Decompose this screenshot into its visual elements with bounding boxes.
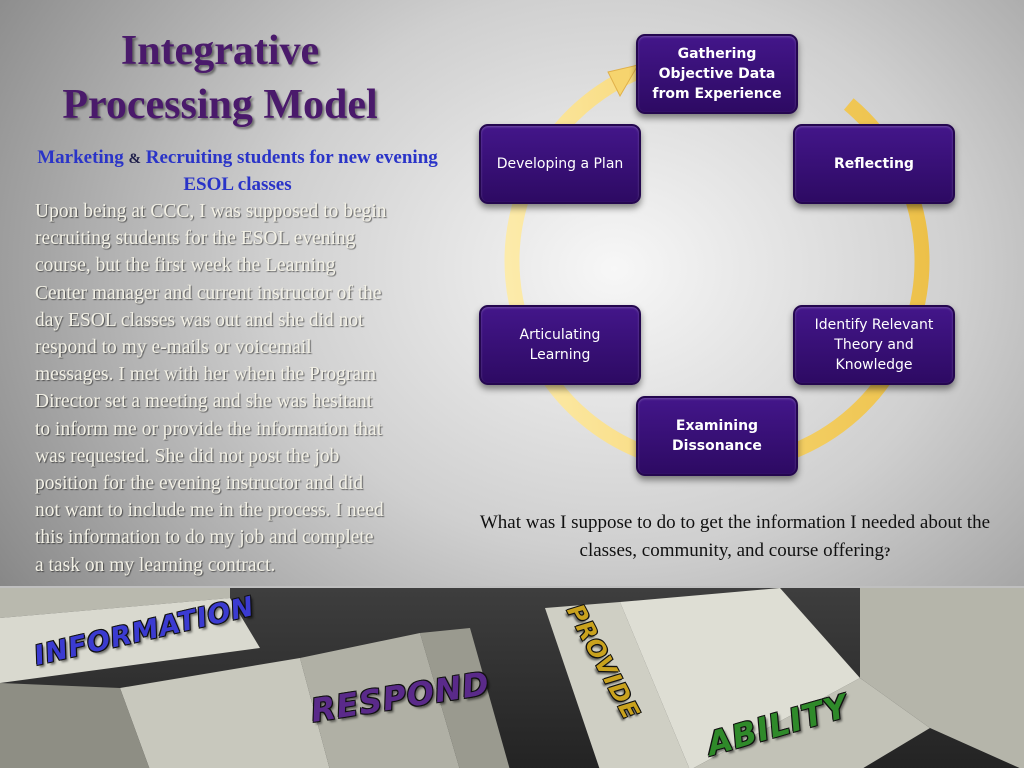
body-line: Center manager and current instructor of…	[35, 282, 382, 304]
slide-subtitle: Marketing & Recruiting students for new …	[30, 145, 445, 198]
subtitle-part-1: Marketing	[37, 147, 129, 168]
body-line: respond to my e-mails or voicemail	[35, 337, 312, 359]
slide-title: Integrative Processing Model	[20, 24, 420, 132]
subtitle-part-2: Recruiting students for new evening ESOL…	[141, 147, 438, 195]
subtitle-ampersand: &	[128, 151, 142, 167]
body-line: course, but the first week the Learning	[35, 255, 336, 277]
body-line: messages. I met with her when the Progra…	[35, 364, 377, 386]
body-text: Upon being at CCC, I was supposed to beg…	[35, 198, 445, 579]
body-line: recruiting students for the ESOL evening	[35, 228, 356, 250]
body-line: a task on my learning contract.	[35, 554, 276, 576]
body-line: not want to include me in the process. I…	[35, 500, 384, 522]
node-identify-relevant-theory: Identify Relevant Theory and Knowledge	[793, 305, 955, 385]
body-line: position for the evening instructor and …	[35, 473, 364, 495]
title-line-1: Integrative	[120, 28, 320, 74]
body-line: Upon being at CCC, I was supposed to beg…	[35, 201, 387, 222]
question-body: What was I suppose to do to get the info…	[479, 512, 991, 561]
question-text: What was I suppose to do to get the info…	[465, 509, 1005, 566]
body-line: this information to do my job and comple…	[35, 527, 374, 549]
body-line: to inform me or provide the information …	[35, 418, 383, 440]
node-examining-dissonance: Examining Dissonance	[636, 396, 798, 476]
body-line: Director set a meeting and she was hesit…	[35, 391, 373, 413]
node-developing-a-plan: Developing a Plan	[479, 124, 641, 204]
maze-walls	[0, 588, 1024, 768]
cycle-arrowhead	[607, 64, 640, 98]
title-line-2: Processing Model	[62, 82, 378, 128]
cycle-diagram: Gathering Objective Data from Experience…	[470, 28, 990, 498]
body-line: day ESOL classes was out and she did not	[35, 309, 364, 331]
question-mark: ?	[883, 544, 891, 559]
node-gathering-objective-data: Gathering Objective Data from Experience	[636, 34, 798, 114]
maze-image: INFORMATION RESPOND PROVIDE ABILITY	[0, 586, 1024, 768]
body-line: was requested. She did not post the job	[35, 445, 340, 467]
node-reflecting: Reflecting	[793, 124, 955, 204]
node-articulating-learning: Articulating Learning	[479, 305, 641, 385]
